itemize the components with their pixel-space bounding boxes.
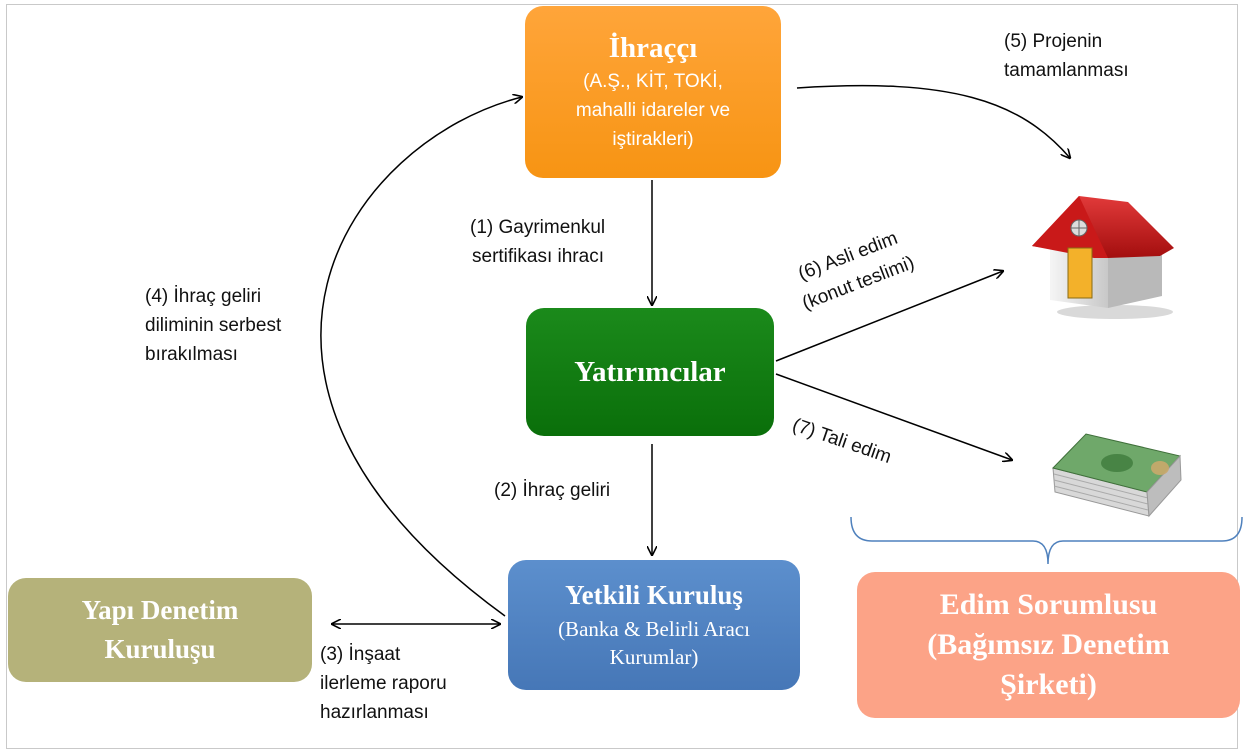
authorized-title: Yetkili Kuruluş	[565, 580, 743, 610]
inspection-title-2: Kuruluşu	[104, 634, 216, 664]
label-step4-line1: (4) İhraç geliri	[145, 286, 262, 307]
slide-frame	[6, 4, 1238, 749]
arrow-step7	[775, 373, 1012, 460]
label-step3-line1: (3) İnşaat	[320, 644, 401, 665]
label-step2: (2) İhraç geliri	[494, 476, 610, 505]
investors-title: Yatırımcılar	[574, 355, 726, 388]
issuer-title: İhraççı	[608, 31, 698, 64]
label-step5-line2: tamamlanması	[1004, 60, 1129, 81]
arrow-step5	[796, 84, 1070, 158]
label-step3-line2: ilerleme raporu	[320, 673, 447, 694]
label-step4-line3: bırakılması	[145, 344, 238, 365]
obligation-title-2: (Bağımsız Denetim	[927, 628, 1170, 661]
label-step3-line3: hazırlanması	[320, 702, 429, 723]
label-step3: (3) İnşaat ilerleme raporu hazırlanması	[320, 640, 447, 727]
authorized-institution-box: Yetkili Kuruluş (Banka & Belirli Aracı K…	[508, 560, 800, 690]
building-inspection-box: Yapı Denetim Kuruluşu	[8, 578, 312, 682]
inspection-title-1: Yapı Denetim	[81, 595, 239, 625]
label-step4: (4) İhraç geliri diliminin serbest bırak…	[145, 282, 281, 369]
obligation-responsible-box: Edim Sorumlusu (Bağımsız Denetim Şirketi…	[857, 572, 1240, 718]
label-step5: (5) Projenin tamamlanması	[1004, 27, 1129, 85]
label-step1-line1: (1) Gayrimenkul	[470, 217, 606, 238]
bracket	[850, 516, 1243, 565]
label-step2-line1: (2) İhraç geliri	[494, 480, 611, 501]
arrow-step4	[320, 97, 522, 617]
money-stack-icon	[1052, 433, 1182, 518]
issuer-subtitle-2: mahalli idareler ve	[575, 99, 731, 121]
label-step4-line2: diliminin serbest	[145, 315, 282, 336]
arrow-step6	[775, 271, 1003, 362]
investors-box: Yatırımcılar	[526, 308, 774, 436]
label-step1: (1) Gayrimenkul sertifikası ihracı	[470, 213, 605, 271]
authorized-subtitle-1: (Banka & Belirli Aracı	[558, 617, 750, 641]
house-icon	[1032, 196, 1174, 319]
issuer-subtitle-3: iştirakleri)	[612, 128, 694, 150]
label-step5-line1: (5) Projenin	[1004, 31, 1103, 52]
obligation-title-3: Şirketi)	[1000, 668, 1097, 701]
obligation-title-1: Edim Sorumlusu	[939, 588, 1158, 621]
authorized-subtitle-2: Kurumlar)	[609, 645, 699, 669]
label-step1-line2: sertifikası ihracı	[472, 246, 604, 267]
issuer-box: İhraççı (A.Ş., KİT, TOKİ, mahalli idarel…	[525, 6, 781, 178]
issuer-subtitle-1: (A.Ş., KİT, TOKİ,	[583, 70, 723, 92]
